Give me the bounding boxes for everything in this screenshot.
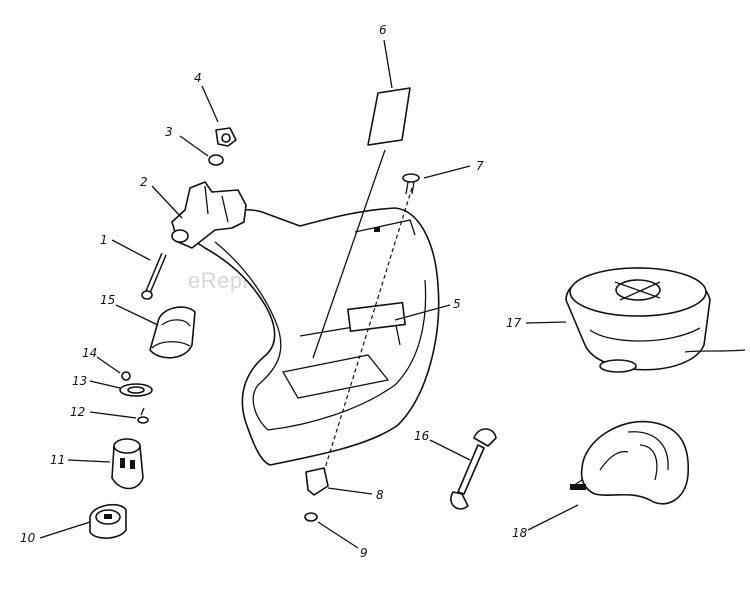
callout-18: 18	[512, 526, 528, 540]
leader-16	[429, 439, 471, 461]
trimmer-guard	[174, 207, 440, 466]
bracket-hole	[171, 229, 189, 243]
trimmer-head-part-17	[565, 267, 746, 373]
leader-4	[201, 85, 219, 123]
callout-7: 7	[476, 159, 484, 173]
callout-12: 12	[70, 405, 85, 419]
callout-6: 6	[379, 23, 387, 37]
knob-part-10	[89, 503, 127, 539]
leader-11	[67, 459, 111, 463]
callout-10: 10	[20, 531, 36, 545]
leader-10	[39, 521, 91, 539]
goggles-part-18	[569, 420, 690, 505]
nut-part-14	[121, 371, 131, 381]
callout-4: 4	[194, 71, 202, 85]
callout-8: 8	[376, 488, 384, 502]
screw-part-7	[402, 173, 420, 195]
washer-part-3	[208, 154, 224, 166]
decal-part-6	[367, 87, 411, 146]
callout-17: 17	[506, 316, 522, 330]
guard-label-decal	[347, 301, 406, 333]
leader-7	[423, 165, 471, 179]
clamp-part-15	[149, 306, 196, 359]
leader-3	[179, 135, 209, 157]
callout-1: 1	[100, 233, 108, 247]
callout-14: 14	[82, 346, 97, 360]
callout-11: 11	[50, 453, 65, 467]
callout-16: 16	[414, 429, 430, 443]
leader-15	[115, 304, 159, 326]
nut-part-9	[304, 512, 318, 522]
leader-17	[525, 321, 567, 324]
clip-part-13	[119, 383, 153, 397]
leader-13	[89, 380, 121, 389]
leader-18	[527, 504, 579, 531]
leader-2	[151, 185, 183, 219]
screw-part-12	[137, 407, 149, 424]
leader-9	[317, 521, 359, 549]
callout-3: 3	[165, 125, 173, 139]
callout-15: 15	[100, 293, 115, 307]
wrench-part-16	[450, 428, 497, 510]
leader-1	[111, 239, 151, 261]
leader-5	[394, 304, 451, 321]
bracket-part-8	[305, 467, 329, 496]
leader-8	[327, 487, 373, 495]
leader-14	[96, 356, 121, 374]
leader-6	[383, 39, 393, 89]
wing-nut-part-4	[215, 127, 237, 147]
callout-13: 13	[72, 374, 87, 388]
axis-line-7	[321, 187, 413, 479]
leader-12	[89, 411, 137, 419]
callout-2: 2	[140, 175, 148, 189]
callout-5: 5	[453, 297, 461, 311]
callout-9: 9	[360, 546, 368, 560]
bolt-part-1	[141, 252, 167, 300]
spool-housing-part-11	[111, 438, 144, 490]
guard-bracket	[171, 181, 247, 249]
